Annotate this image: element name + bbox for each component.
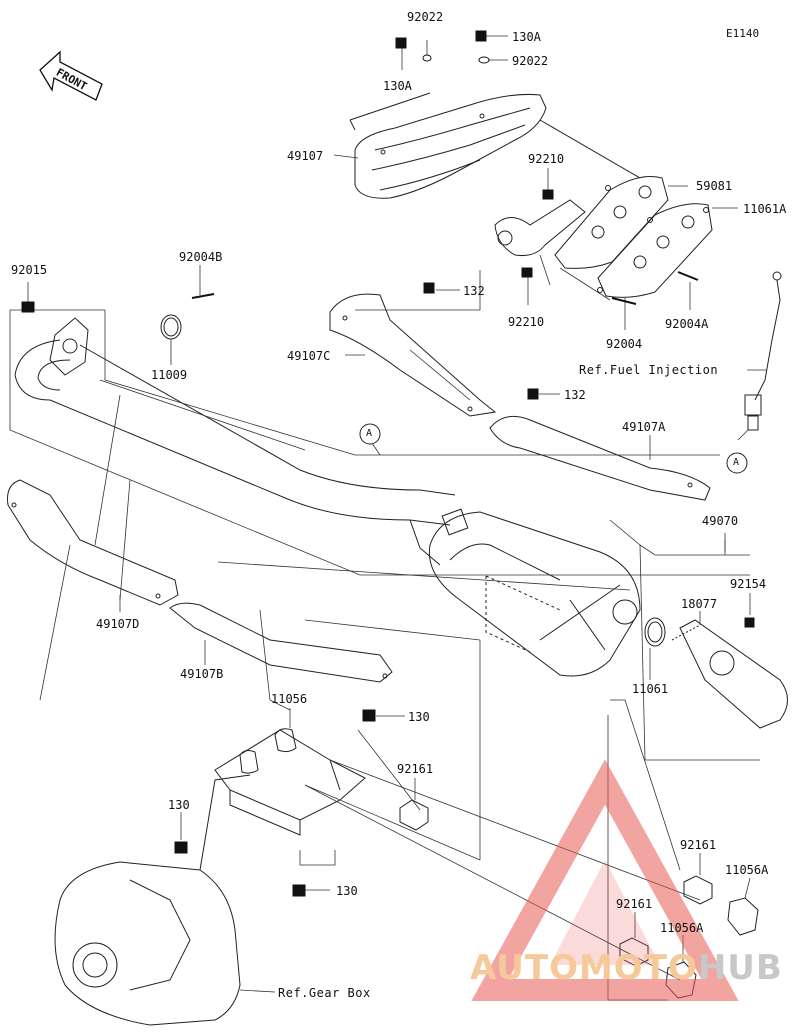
label-132-top: 132 — [463, 284, 485, 298]
watermark-text: AUTOMOTOHUB — [470, 948, 783, 988]
ref-fuel-injection: Ref.Fuel Injection — [579, 363, 719, 377]
tail-pipe-18077 — [644, 617, 788, 729]
heat-shield-49107A — [489, 415, 711, 501]
heat-shield-49107 — [354, 93, 547, 199]
label-92004: 92004 — [606, 337, 643, 351]
bolt-130-left — [174, 841, 188, 854]
label-49070: 49070 — [702, 514, 739, 528]
label-49107B: 49107B — [180, 667, 224, 681]
stud-92004A — [677, 271, 699, 281]
label-92022-top: 92022 — [407, 10, 444, 24]
bolt-130-bottom — [292, 884, 306, 897]
washer-92022-top — [422, 54, 432, 62]
nut-92210-top — [542, 189, 554, 200]
mount-11056A-right — [727, 897, 759, 936]
label-92022-right: 92022 — [512, 54, 549, 68]
label-92004A: 92004A — [665, 317, 709, 331]
label-11056A-low: 11056A — [660, 921, 704, 935]
bolt-130-right — [362, 709, 376, 722]
nut-92210-bottom — [521, 267, 533, 278]
label-92210-top: 92210 — [528, 152, 565, 166]
label-11061A: 11061A — [743, 202, 787, 216]
watermark-logo — [471, 759, 739, 1001]
callout-a-circle — [359, 423, 381, 445]
muffler-bracket — [214, 728, 366, 836]
label-11061: 11061 — [632, 682, 669, 696]
gear-box — [54, 774, 251, 1026]
label-11056: 11056 — [271, 692, 308, 706]
label-11056A-right: 11056A — [725, 863, 769, 877]
bolt-92154 — [744, 617, 755, 628]
rubber-mount-92161-right — [683, 875, 713, 905]
rubber-mount-92161-low — [619, 937, 649, 967]
label-130A-right: 130A — [512, 30, 541, 44]
bolt-130A-right — [475, 30, 487, 42]
label-92015: 92015 — [11, 263, 48, 277]
label-92161-right: 92161 — [680, 838, 717, 852]
label-92210-bottom: 92210 — [508, 315, 545, 329]
label-59081: 59081 — [696, 179, 733, 193]
bolt-130A-left — [395, 37, 407, 49]
label-49107A: 49107A — [622, 420, 666, 434]
ref-gear-box: Ref.Gear Box — [278, 986, 371, 1000]
label-92004B: 92004B — [179, 250, 223, 264]
label-92161-low: 92161 — [616, 897, 653, 911]
o2-sensor — [744, 271, 782, 431]
callout-a-label: A — [366, 428, 373, 439]
label-130A-left: 130A — [383, 79, 412, 93]
front-arrow-icon — [39, 50, 103, 101]
callout-a-circle-right — [726, 452, 748, 474]
heat-shield-49107D — [7, 479, 179, 606]
label-18077: 18077 — [681, 597, 718, 611]
heat-shield-49107C — [329, 293, 497, 417]
rubber-mount-92161 — [399, 799, 429, 831]
label-132-mid: 132 — [564, 388, 586, 402]
bolt-132-mid — [527, 388, 539, 400]
pipe-flange — [49, 317, 89, 376]
label-92161-mid: 92161 — [397, 762, 434, 776]
callout-a-label-right: A — [733, 457, 740, 468]
exhaust-front-pipe — [494, 199, 586, 256]
label-11009: 11009 — [151, 368, 188, 382]
label-130-right: 130 — [408, 710, 430, 724]
exhaust-main-pipe — [14, 339, 469, 566]
label-92154: 92154 — [730, 577, 767, 591]
label-130-left: 130 — [168, 798, 190, 812]
watermark-text-part2: HUB — [697, 948, 783, 988]
manifold-gasket-11061A — [597, 203, 713, 298]
label-130-bottom: 130 — [336, 884, 358, 898]
manifold-gasket-59081 — [554, 176, 669, 269]
label-49107: 49107 — [287, 149, 324, 163]
bolt-132-top — [423, 282, 435, 294]
label-49107C: 49107C — [287, 349, 331, 363]
stud-92004 — [611, 297, 637, 305]
stud-92004B — [191, 293, 215, 299]
diagram-code: E1140 — [726, 27, 760, 40]
nut-92015 — [21, 301, 35, 313]
heat-shield-49107B — [169, 602, 393, 683]
washer-92022-right — [478, 56, 490, 64]
watermark-text-part1: AUTOMOTO — [470, 948, 698, 988]
label-49107D: 49107D — [96, 617, 140, 631]
muffler-49070 — [428, 511, 641, 677]
